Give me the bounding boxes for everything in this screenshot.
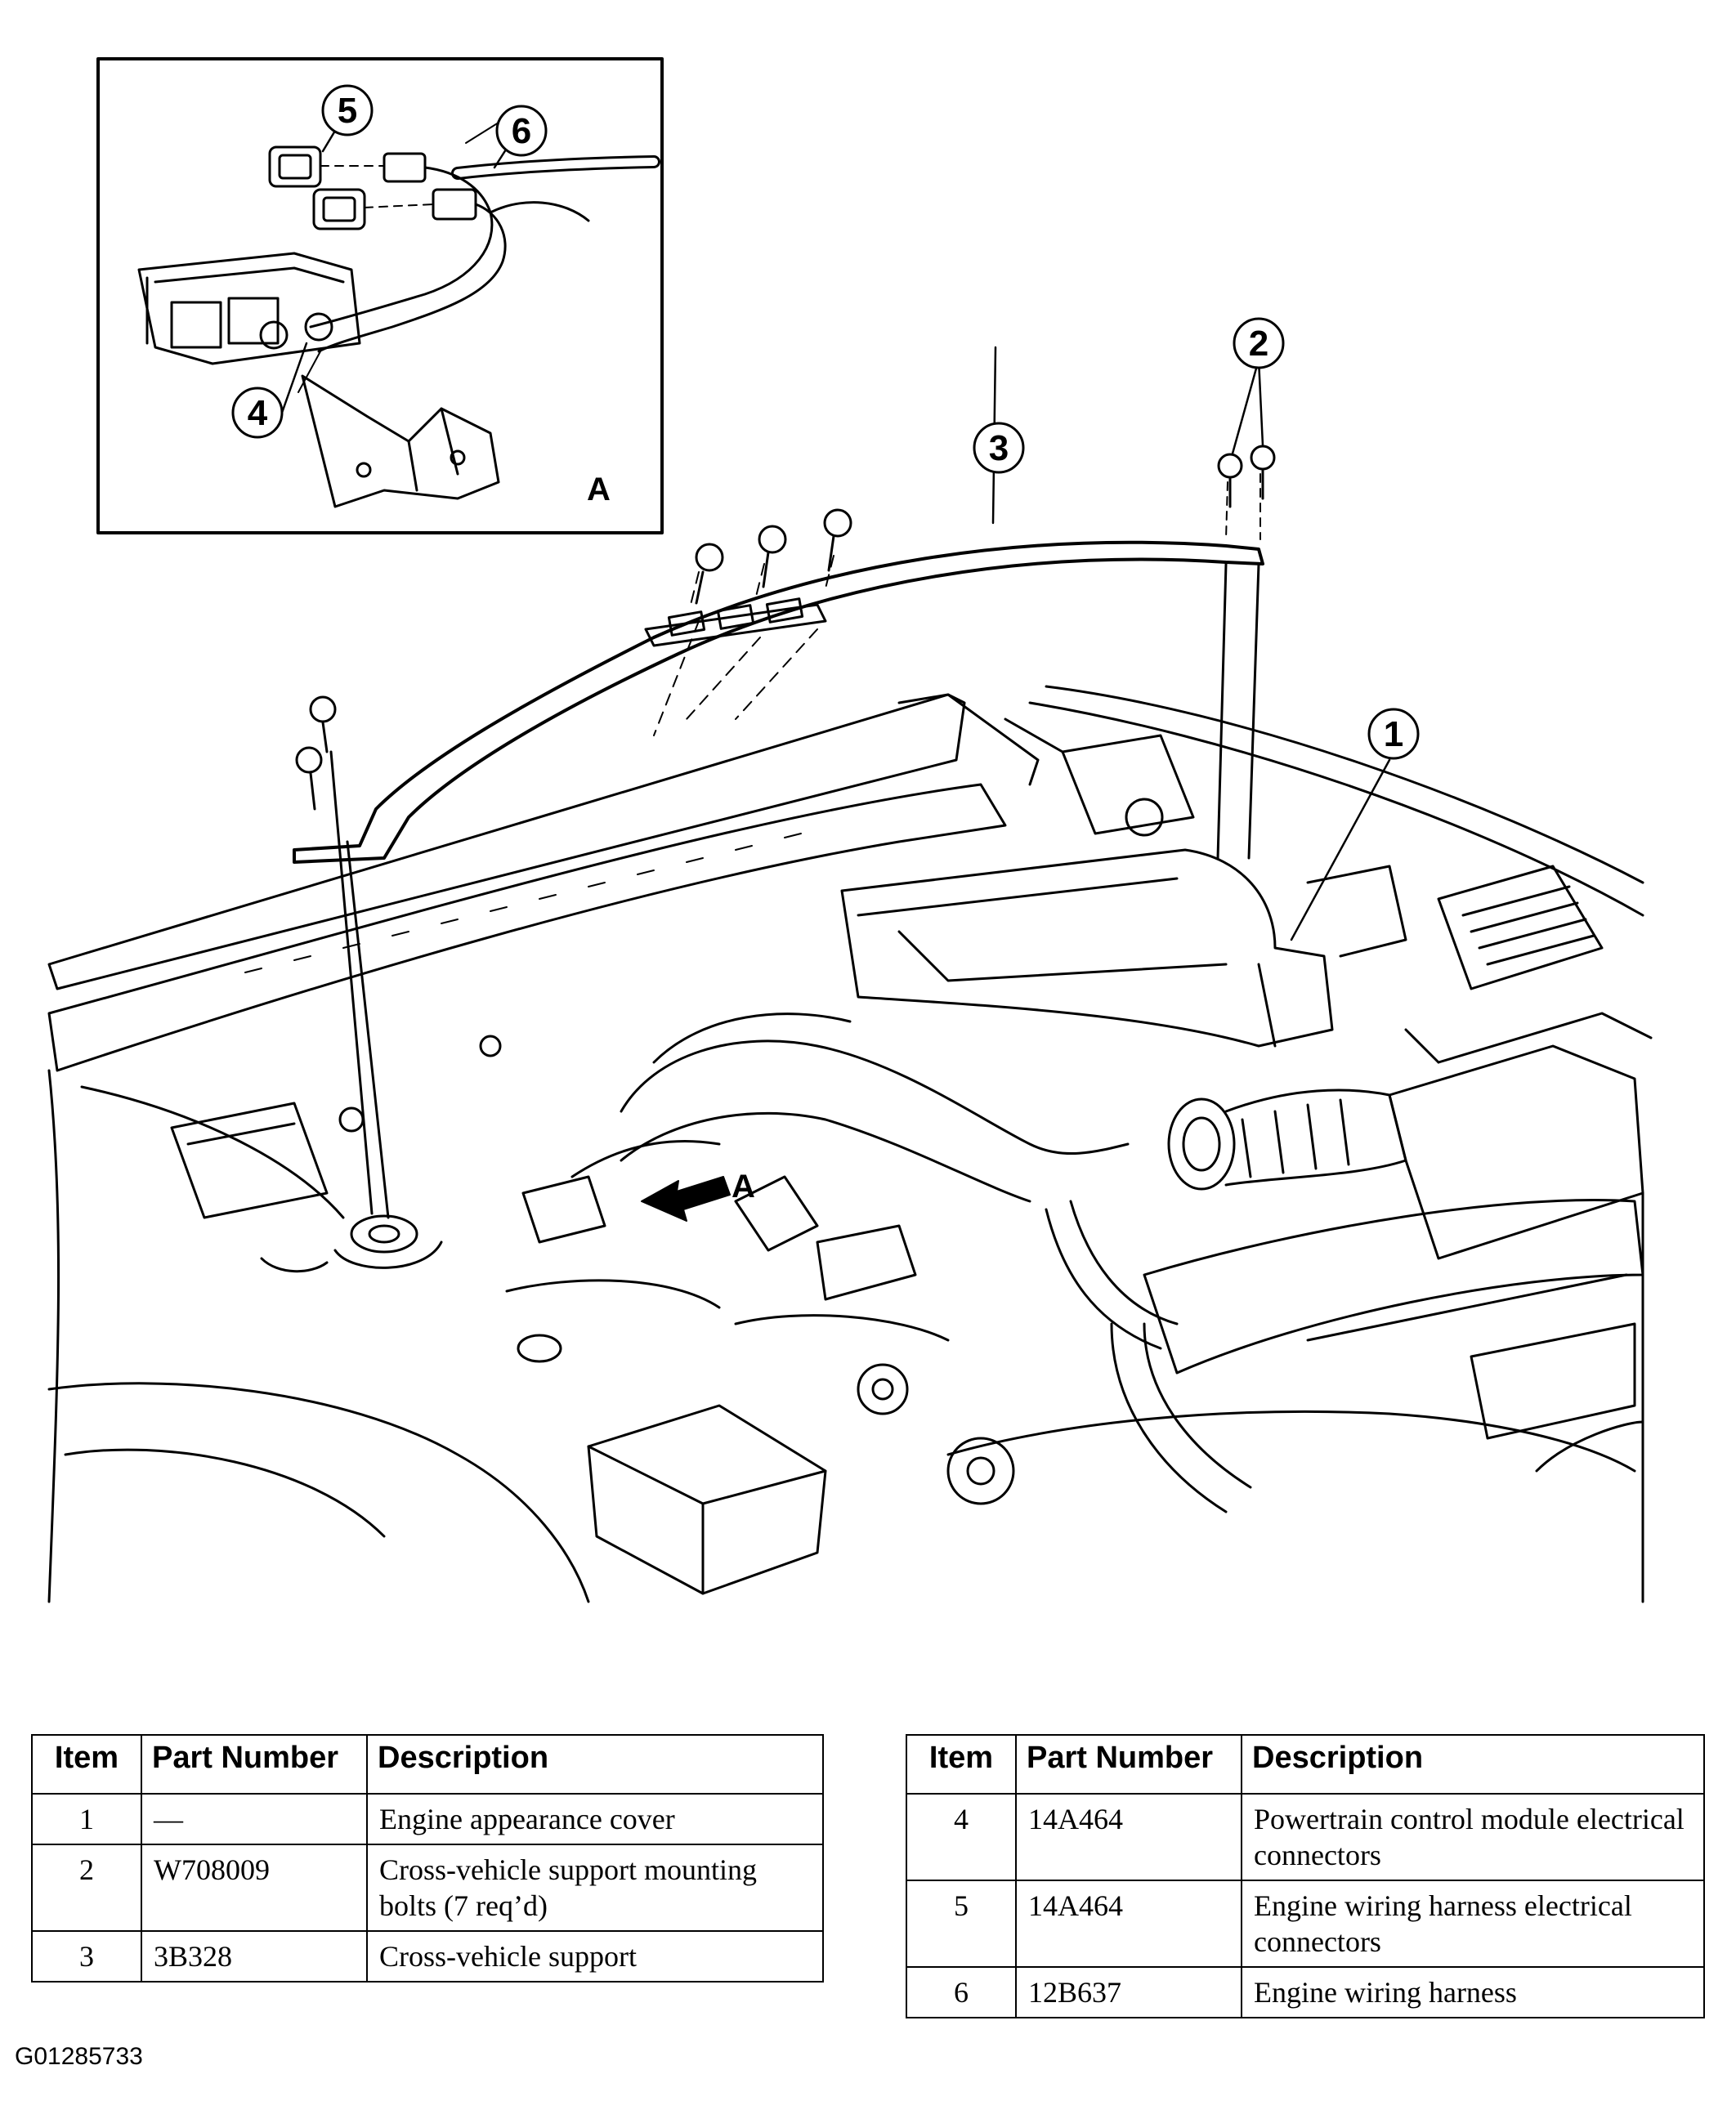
- battery: [587, 1404, 827, 1595]
- table-row: 1 — Engine appearance cover: [31, 1793, 824, 1845]
- cell-part-number: W708009: [141, 1844, 368, 1932]
- inset-detail-a: [96, 57, 664, 534]
- header-description: Description: [1241, 1734, 1705, 1795]
- cell-description: Engine appearance cover: [366, 1793, 824, 1845]
- header-part-number: Part Number: [1015, 1734, 1242, 1795]
- engine-appearance-cover: [840, 848, 1334, 1048]
- callout-5: 5: [338, 91, 357, 131]
- table-header-row: Item Part Number Description: [906, 1734, 1705, 1795]
- cell-description: Engine wiring harness: [1241, 1966, 1705, 2018]
- callout-4: 4: [248, 393, 268, 433]
- header-description: Description: [366, 1734, 824, 1795]
- figure-code: G01285733: [15, 2043, 143, 2070]
- cell-part-number: 3B328: [141, 1930, 368, 1983]
- header-part-number: Part Number: [141, 1734, 368, 1795]
- cell-item: 5: [906, 1880, 1017, 1968]
- table-header-row: Item Part Number Description: [31, 1734, 824, 1795]
- header-item: Item: [906, 1734, 1017, 1795]
- harness-connector-upper: [268, 145, 427, 188]
- engine-compartment: [47, 685, 1653, 1603]
- inset-label-a: A: [587, 472, 611, 507]
- cell-description: Engine wiring harness electrical connect…: [1241, 1880, 1705, 1968]
- cell-description: Cross-vehicle support mounting bolts (7 …: [366, 1844, 824, 1932]
- cell-description: Powertrain control module electrical con…: [1241, 1793, 1705, 1881]
- parts-table-left: Item Part Number Description 1 — Engine …: [31, 1734, 824, 1983]
- header-item: Item: [31, 1734, 142, 1795]
- cell-item: 2: [31, 1844, 142, 1932]
- cell-item: 1: [31, 1793, 142, 1845]
- callout-2: 2: [1249, 324, 1268, 364]
- pcm-mounting-bracket: [301, 374, 500, 508]
- view-arrow-label-a: A: [732, 1169, 755, 1205]
- leader-lines: [280, 109, 1391, 941]
- cell-item: 6: [906, 1966, 1017, 2018]
- cell-part-number: —: [141, 1793, 368, 1845]
- cell-part-number: 14A464: [1015, 1880, 1242, 1968]
- callout-6: 6: [512, 111, 531, 151]
- cell-item: 4: [906, 1793, 1017, 1881]
- cell-part-number: 12B637: [1015, 1966, 1242, 2018]
- callout-3: 3: [989, 428, 1009, 468]
- engine-compartment-illustration: 5 6 4 3 2 1 A A: [47, 57, 1653, 1603]
- harness-connector-lower: [312, 188, 477, 230]
- table-row: 2 W708009 Cross-vehicle support mounting…: [31, 1844, 824, 1932]
- parts-table-right: Item Part Number Description 4 14A464 Po…: [906, 1734, 1705, 2018]
- cross-vehicle-support: [293, 540, 1264, 864]
- table-row: 3 3B328 Cross-vehicle support: [31, 1930, 824, 1983]
- cell-item: 3: [31, 1930, 142, 1983]
- table-row: 4 14A464 Powertrain control module elect…: [906, 1793, 1705, 1881]
- cell-description: Cross-vehicle support: [366, 1930, 824, 1983]
- view-arrow: [641, 1176, 731, 1222]
- table-row: 5 14A464 Engine wiring harness electrica…: [906, 1880, 1705, 1968]
- table-row: 6 12B637 Engine wiring harness: [906, 1966, 1705, 2018]
- powertrain-control-module: [137, 252, 361, 365]
- mounting-bolts: [295, 445, 1276, 1219]
- callout-1: 1: [1384, 714, 1403, 754]
- cell-part-number: 14A464: [1015, 1793, 1242, 1881]
